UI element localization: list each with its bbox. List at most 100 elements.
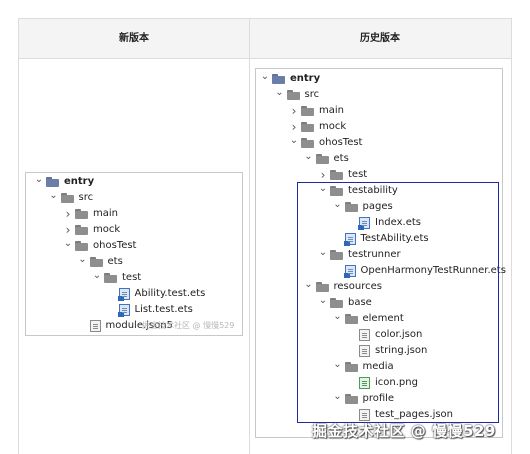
chevron-right-icon[interactable]: ›: [291, 120, 297, 134]
table-header: 新版本 历史版本: [19, 19, 511, 59]
folder-icon: [330, 170, 343, 180]
header-new-version: 新版本: [119, 33, 149, 44]
tree-node-label: icon.png: [375, 377, 418, 388]
json-file-icon: [359, 345, 370, 357]
tree-node-label: main: [93, 208, 118, 219]
tree-node-mock[interactable]: › mock: [63, 222, 121, 238]
folder-icon: [330, 250, 343, 260]
folder-icon: [344, 394, 358, 404]
tree-node-testability-ets[interactable]: TestAbility.ets: [333, 231, 429, 247]
tree-node-string-json[interactable]: string.json: [347, 343, 427, 359]
chevron-right-icon[interactable]: ›: [320, 168, 326, 182]
module-folder-icon: [46, 177, 59, 187]
tree-node-element[interactable]: ⌄ element: [333, 311, 404, 327]
tree-node-label: pages: [362, 201, 393, 212]
watermark-large: 掘金技术社区 @ 慢慢529: [312, 422, 496, 440]
tree-node-mock[interactable]: ›mock: [289, 119, 347, 135]
tree-node-label: media: [362, 361, 394, 372]
chevron-down-icon[interactable]: ⌄: [333, 358, 342, 370]
tree-node-label: testability: [348, 185, 398, 196]
tree-node-label: element: [362, 313, 404, 324]
tree-node-entry[interactable]: ⌄ entry: [34, 174, 94, 190]
removed-files-highlight-box: [297, 182, 499, 423]
tree-node-label: color.json: [375, 329, 423, 340]
folder-icon: [330, 186, 343, 196]
ets-file-icon: [358, 217, 370, 230]
tree-node-label: string.json: [375, 345, 428, 356]
folder-icon: [301, 122, 314, 132]
chevron-down-icon[interactable]: ⌄: [92, 269, 102, 281]
tree-node-testability[interactable]: ⌄ testability: [318, 183, 398, 199]
folder-icon: [344, 362, 358, 372]
chevron-down-icon[interactable]: ⌄: [333, 198, 342, 210]
tree-node-profile[interactable]: ⌄profile: [333, 390, 394, 407]
tree-node-color-json[interactable]: color.json: [347, 327, 422, 343]
chevron-down-icon[interactable]: ⌄: [63, 237, 73, 249]
tree-node-label: module.json5: [105, 320, 173, 331]
tree-node-ability-test-ets[interactable]: Ability.test.ets: [107, 286, 205, 302]
chevron-down-icon[interactable]: ⌄: [260, 70, 270, 82]
ets-file-icon: [343, 233, 356, 246]
ets-file-icon: [343, 265, 356, 278]
column-divider: [249, 19, 250, 454]
tree-node-module-json5[interactable]: module.json5: [78, 318, 173, 334]
chevron-down-icon[interactable]: ⌄: [78, 253, 87, 265]
tree-node-label: ets: [333, 153, 349, 164]
spacer: [78, 318, 88, 334]
tree-node-resources[interactable]: ⌄resources: [304, 279, 382, 295]
tree-node-media[interactable]: ⌄ media: [333, 359, 394, 375]
chevron-down-icon[interactable]: ⌄: [333, 310, 342, 322]
tree-node-icon-png[interactable]: icon.png: [347, 375, 418, 391]
chevron-down-icon[interactable]: ⌄: [333, 390, 342, 402]
tree-node-main[interactable]: › main: [63, 206, 118, 222]
tree-node-ets[interactable]: ⌄ets: [78, 254, 123, 270]
tree-node-ohostest[interactable]: ⌄ohosTest: [289, 135, 362, 151]
watermark-small: 掘金技术社区 @ 慢慢529: [142, 321, 235, 330]
folder-icon: [75, 209, 88, 219]
tree-node-label: mock: [93, 224, 121, 235]
tree-node-label: base: [348, 297, 372, 308]
tree-node-label: entry: [64, 176, 95, 187]
folder-icon: [104, 273, 117, 283]
chevron-down-icon[interactable]: ⌄: [318, 182, 328, 194]
tree-node-label: test: [348, 169, 368, 180]
folder-icon: [301, 138, 314, 148]
chevron-down-icon[interactable]: ⌄: [304, 150, 313, 162]
tree-node-entry[interactable]: ⌄entry: [260, 71, 320, 87]
tree-node-label: ohosTest: [93, 240, 137, 251]
tree-node-list-test-ets[interactable]: List.test.ets: [107, 302, 193, 318]
tree-node-base[interactable]: ⌄ base: [318, 295, 372, 311]
tree-node-testrunner[interactable]: ⌄testrunner: [318, 247, 401, 263]
chevron-down-icon[interactable]: ⌄: [289, 134, 299, 146]
tree-node-pages[interactable]: ⌄ pages: [333, 199, 393, 215]
tree-node-label: List.test.ets: [134, 304, 193, 315]
tree-node-openharmonytestrunner-ets[interactable]: OpenHarmonyTestRunner.ets: [333, 263, 506, 279]
chevron-right-icon[interactable]: ›: [65, 223, 71, 237]
json-file-icon: [89, 320, 101, 332]
tree-node-test-pages-json[interactable]: test_pages.json: [347, 407, 453, 423]
tree-node-label: src: [304, 89, 320, 100]
tree-node-test[interactable]: › test: [318, 167, 368, 183]
chevron-down-icon[interactable]: ⌄: [275, 86, 284, 98]
tree-node-ohostest[interactable]: ⌄ ohosTest: [63, 238, 136, 254]
chevron-down-icon[interactable]: ⌄: [34, 173, 44, 185]
chevron-down-icon[interactable]: ⌄: [49, 189, 58, 201]
chevron-down-icon[interactable]: ⌄: [304, 278, 313, 290]
tree-node-label: TestAbility.ets: [360, 233, 429, 244]
chevron-down-icon[interactable]: ⌄: [318, 246, 328, 258]
tree-node-src[interactable]: ⌄ src: [275, 86, 320, 103]
folder-icon: [315, 154, 329, 164]
tree-node-index-ets[interactable]: Index.ets: [347, 215, 421, 231]
tree-node-label: src: [78, 192, 94, 203]
tree-node-src[interactable]: ⌄ src: [49, 189, 94, 206]
tree-node-ets[interactable]: ⌄ ets: [304, 151, 349, 167]
ets-file-icon: [117, 288, 130, 301]
tree-node-main[interactable]: ›main: [289, 103, 344, 119]
chevron-right-icon[interactable]: ›: [291, 104, 297, 118]
spacer: [107, 302, 117, 318]
json-file-icon: [359, 329, 370, 341]
module-folder-icon: [272, 74, 285, 84]
chevron-right-icon[interactable]: ›: [65, 207, 71, 221]
tree-node-test[interactable]: ⌄test: [92, 270, 141, 286]
chevron-down-icon[interactable]: ⌄: [318, 294, 328, 306]
